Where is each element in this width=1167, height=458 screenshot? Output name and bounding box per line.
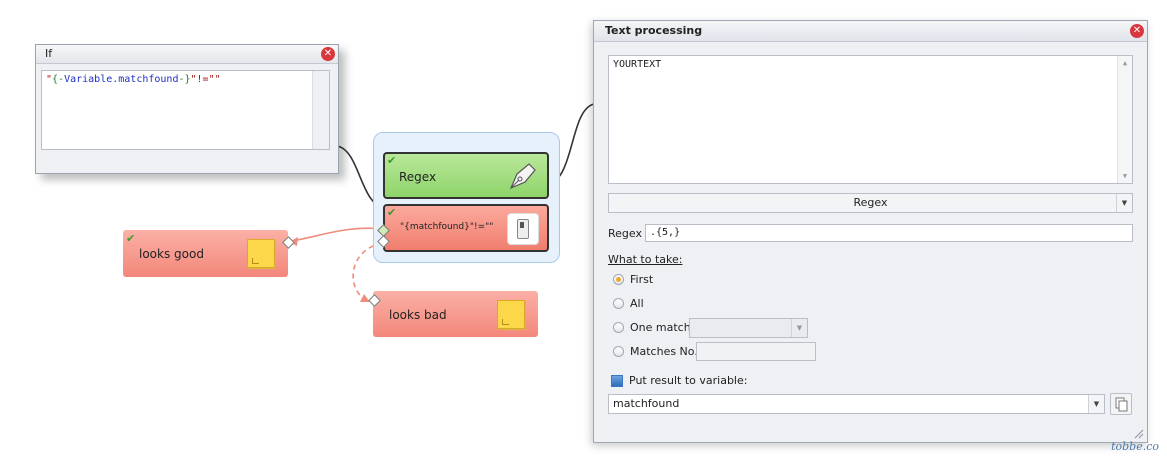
put-result-label: Put result to variable: (629, 374, 748, 387)
text-processing-title: Text processing (605, 24, 703, 37)
one-match-select[interactable]: ▼ (689, 318, 808, 338)
if-expression-editor[interactable]: "{-Variable.matchfound-}"!="" (41, 70, 330, 150)
expr-open: {- (52, 74, 65, 85)
input-text-value: YOURTEXT (613, 59, 662, 70)
regex-input[interactable]: .{5,} (645, 224, 1133, 242)
radio-one-match[interactable] (613, 322, 624, 333)
check-icon: ✔ (387, 154, 397, 167)
expr-variable: Variable.matchfound (64, 74, 179, 85)
chevron-down-icon[interactable]: ▼ (1088, 395, 1104, 413)
looks-bad-label: looks bad (389, 308, 447, 322)
check-icon: ✔ (126, 232, 136, 245)
regex-input-value: .{5,} (650, 227, 681, 238)
radio-first[interactable] (613, 274, 624, 285)
variable-select[interactable]: matchfound ▼ (608, 394, 1105, 414)
if-window-title: If (45, 47, 53, 60)
if-window-titlebar[interactable]: If ✕ (36, 45, 338, 64)
sticky-note-icon (247, 239, 275, 268)
text-processing-window: Text processing ✕ YOURTEXT ▲ ▼ Regex ▼ R… (593, 20, 1148, 443)
close-icon[interactable]: ✕ (1130, 24, 1144, 38)
pen-icon (509, 163, 536, 190)
option-one-match-label: One match (630, 321, 691, 334)
matches-no-input[interactable] (696, 342, 816, 361)
chevron-down-icon[interactable]: ▼ (1116, 194, 1132, 212)
variable-select-value: matchfound (613, 397, 680, 410)
regex-node[interactable]: ✔ Regex (383, 152, 549, 199)
close-icon[interactable]: ✕ (321, 47, 335, 61)
if-node-label: "{matchfound}"!="" (400, 222, 494, 232)
if-node[interactable]: ✔ "{matchfound}"!="" (383, 204, 549, 252)
regex-node-label: Regex (399, 170, 437, 184)
copy-icon (1115, 397, 1128, 412)
switch-icon (507, 213, 539, 245)
option-matches-no-label: Matches No. (630, 345, 698, 358)
put-result-checkbox[interactable] (611, 375, 623, 387)
check-icon: ✔ (387, 206, 397, 219)
sticky-note-icon (497, 300, 525, 329)
action-select-value: Regex (853, 196, 888, 209)
looks-bad-node[interactable]: looks bad (373, 291, 538, 337)
expr-rest: "!="" (190, 74, 221, 85)
text-processing-titlebar[interactable]: Text processing ✕ (594, 21, 1147, 42)
radio-all[interactable] (613, 298, 624, 309)
chevron-down-icon[interactable]: ▼ (791, 319, 807, 337)
what-to-take-label: What to take: (608, 253, 683, 266)
expr-close: -} (178, 74, 191, 85)
option-first-label: First (630, 273, 654, 286)
copy-button[interactable] (1110, 393, 1132, 415)
action-select[interactable]: Regex ▼ (608, 193, 1133, 213)
option-all-label: All (630, 297, 644, 310)
looks-good-node[interactable]: ✔ looks good (123, 230, 288, 277)
good-link (291, 227, 383, 242)
looks-good-label: looks good (139, 247, 204, 261)
text-area-scrollbar[interactable]: ▲ ▼ (1117, 56, 1132, 183)
input-text-area[interactable]: YOURTEXT ▲ ▼ (608, 55, 1133, 184)
resize-grip-icon[interactable] (1134, 429, 1144, 439)
bad-link-arrow (360, 294, 370, 302)
radio-matches-no[interactable] (613, 346, 624, 357)
watermark: tobbe.co (1111, 440, 1159, 453)
if-window: If ✕ "{-Variable.matchfound-}"!="" (35, 44, 339, 174)
expr-quote: " (46, 74, 53, 85)
if-editor-scrollbar[interactable] (312, 71, 329, 149)
regex-label: Regex (608, 227, 642, 240)
